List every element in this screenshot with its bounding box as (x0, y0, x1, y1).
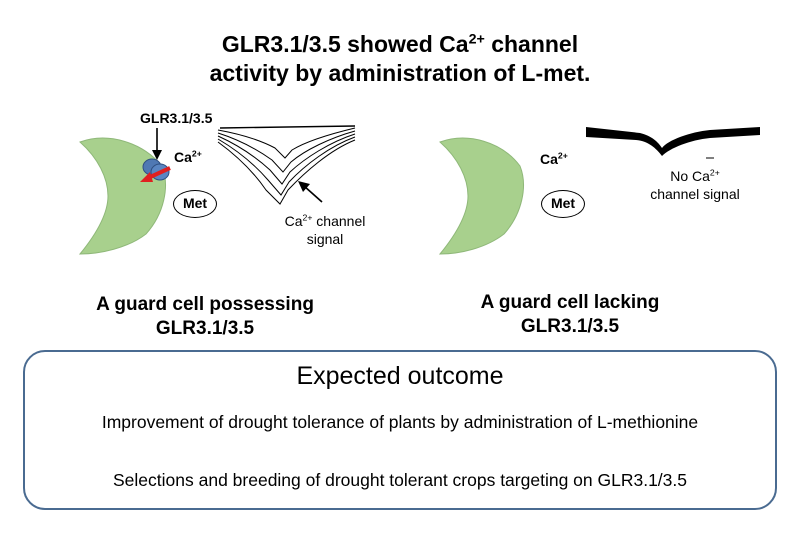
outcome-line-1: Improvement of drought tolerance of plan… (101, 412, 699, 432)
left-caption: A guard cell possessing GLR3.1/3.5 (96, 294, 314, 339)
guard-cell-right (438, 137, 524, 255)
title-line-1: GLR3.1/3.5 showed Ca2+ channel (221, 31, 579, 57)
met-label-left: Met (173, 190, 217, 218)
glr-channel-label: GLR3.1/3.5 (140, 110, 213, 126)
flat-trace (586, 127, 760, 159)
calcium-ion-label-right: Ca2+ (540, 150, 568, 167)
no-signal-label: No Ca2+ channel signal (650, 167, 740, 202)
signal-label: Ca2+ channel signal (284, 212, 366, 247)
guard-cell-left (78, 137, 166, 255)
calcium-signal-trace (217, 125, 356, 205)
calcium-influx-arrow-icon (140, 166, 171, 182)
outcome-box (23, 350, 777, 510)
outcome-heading: Expected outcome (296, 362, 504, 390)
title-line-2: activity by administration of L-met. (209, 60, 591, 86)
signal-pointer-arrow-icon (298, 181, 323, 203)
met-label-right: Met (541, 190, 585, 218)
outcome-line-2: Selections and breeding of drought toler… (113, 470, 687, 490)
channel-pointer-arrow-icon (152, 128, 162, 160)
right-caption: A guard cell lacking GLR3.1/3.5 (480, 292, 660, 337)
calcium-ion-label-left: Ca2+ (174, 148, 202, 165)
diagram-title: GLR3.1/3.5 showed Ca2+ channel activity … (0, 30, 800, 88)
